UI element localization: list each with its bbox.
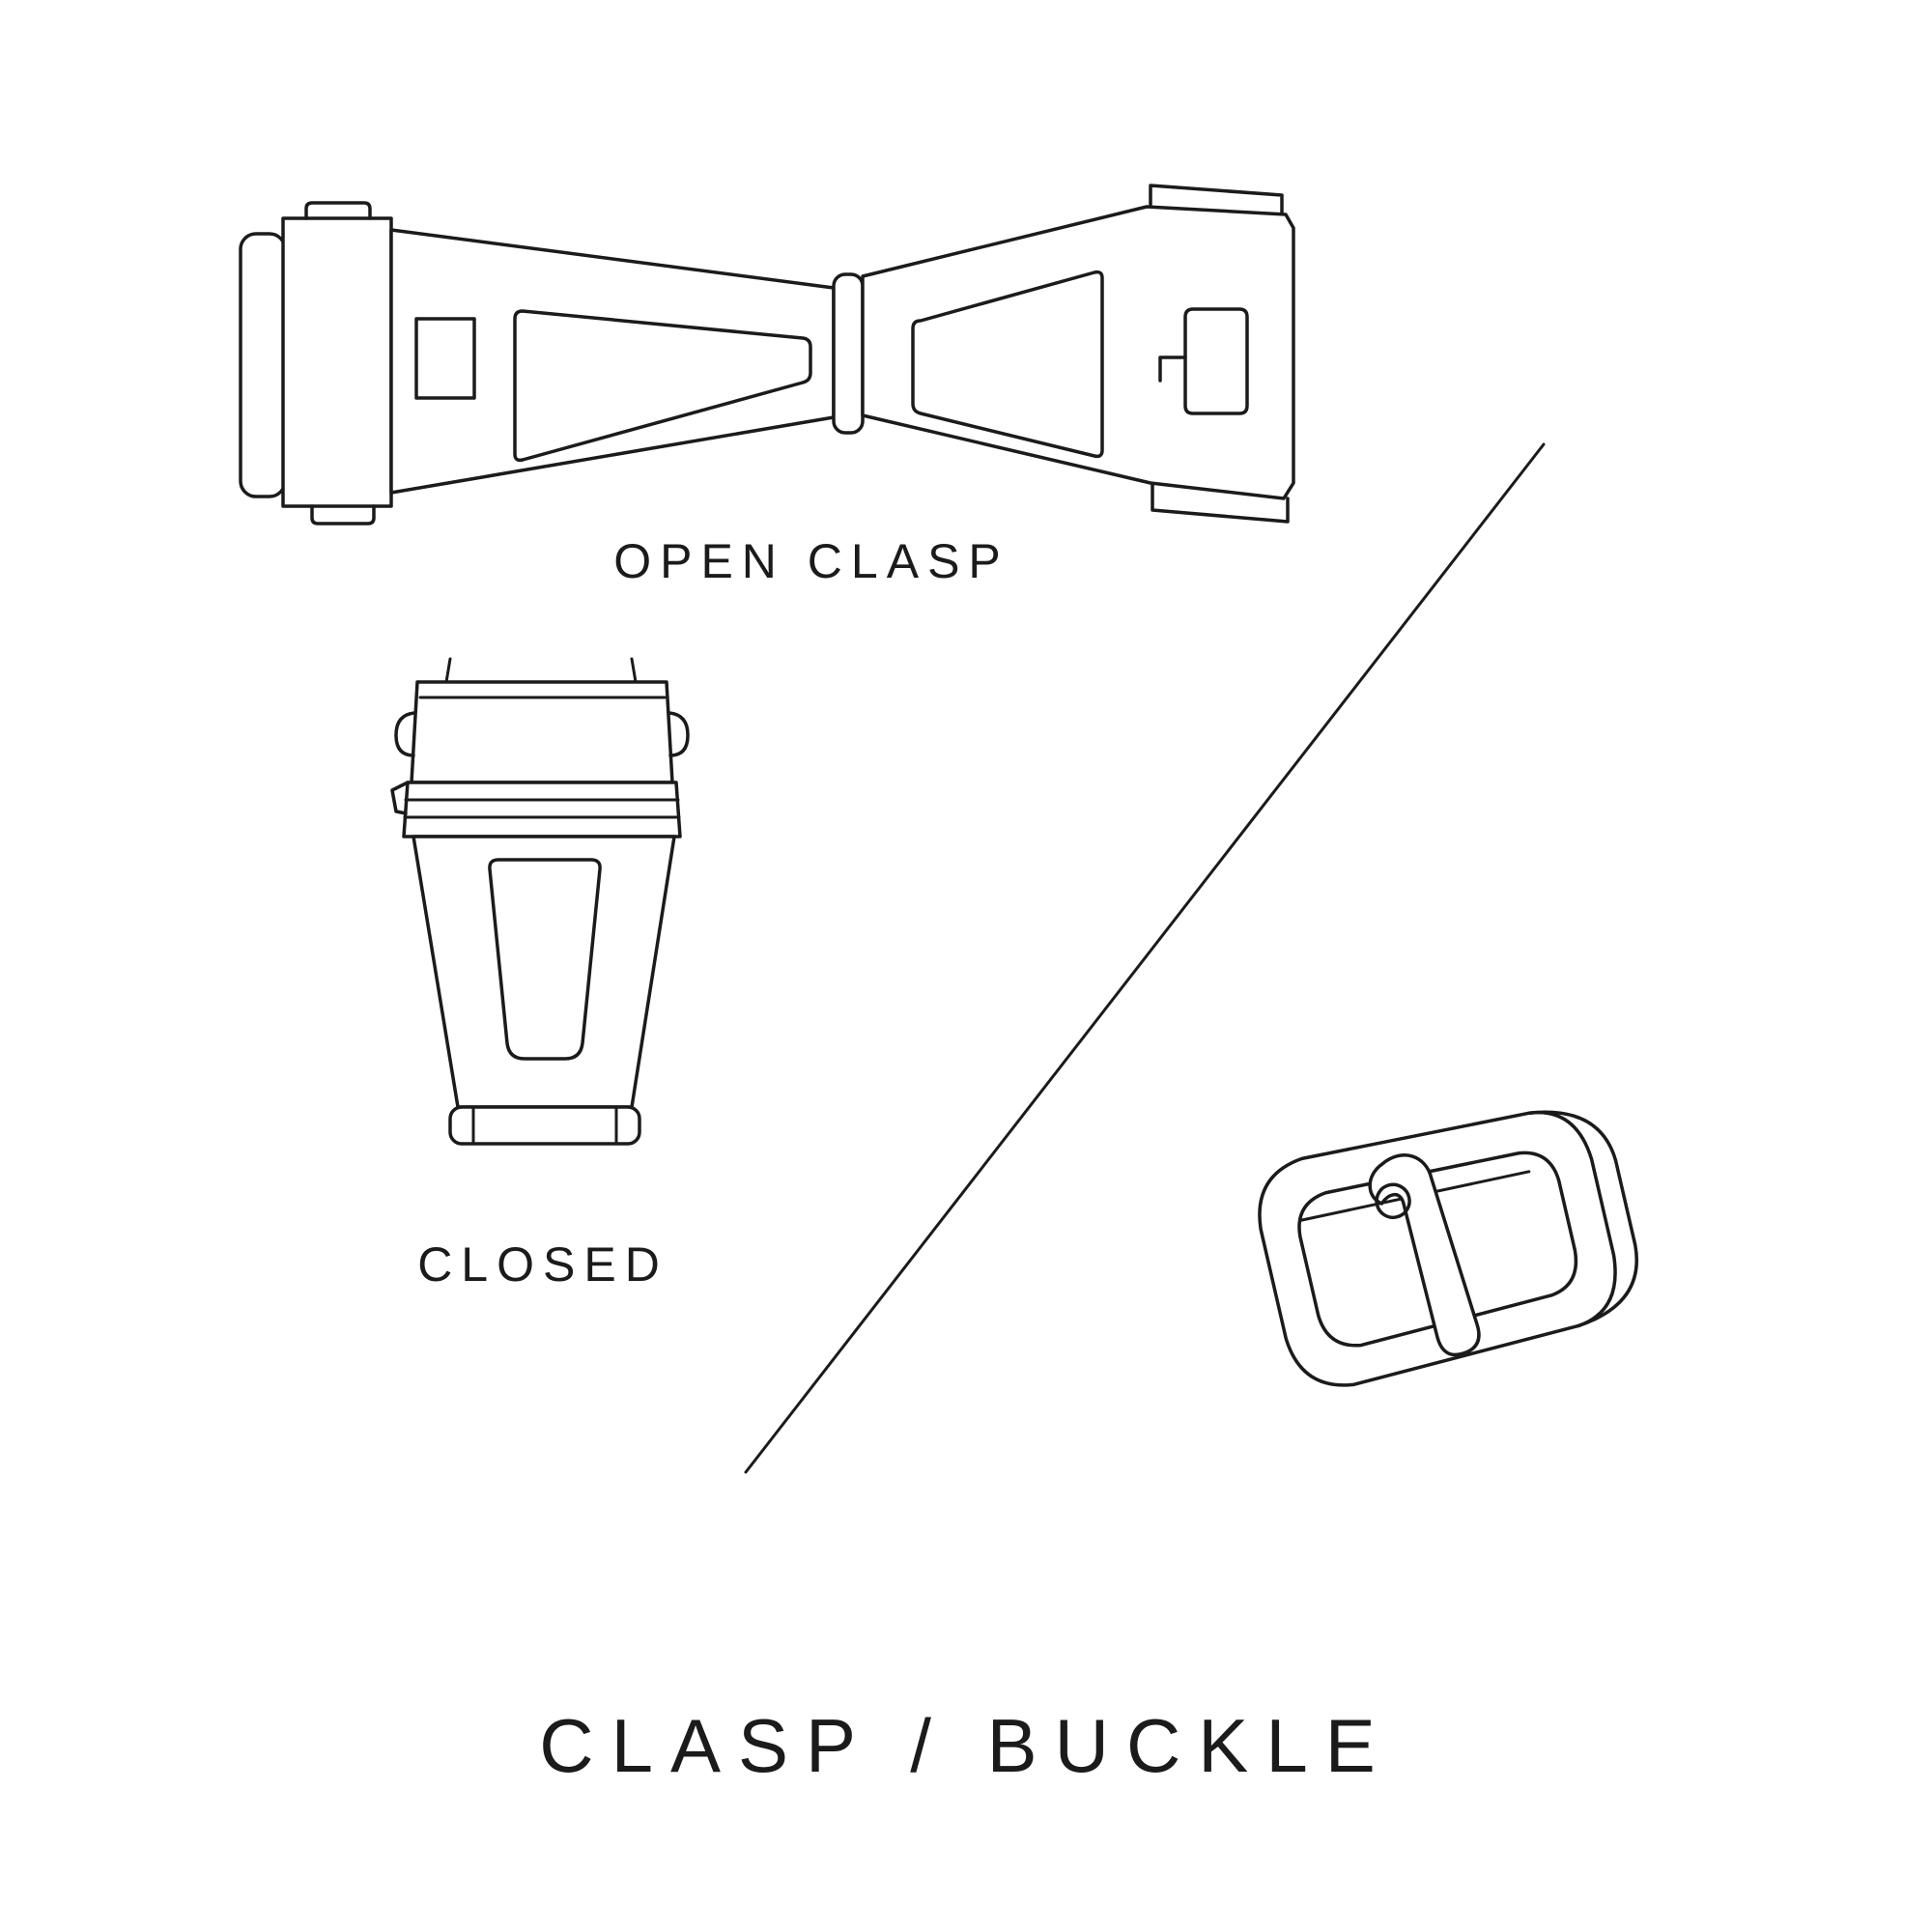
closed-label: CLOSED xyxy=(417,1237,668,1292)
open-clasp-label: OPEN CLASP xyxy=(613,534,1009,588)
divider-line xyxy=(744,442,1546,1474)
open-clasp-right-arm-icon xyxy=(861,205,1295,500)
closed-clasp-illustration xyxy=(390,657,690,1146)
open-clasp-band-icon xyxy=(239,232,287,498)
pin-buckle-illustration xyxy=(1258,1110,1638,1387)
closed-clasp-body-icon xyxy=(412,835,676,1109)
buckle-tongue-icon xyxy=(1368,1153,1481,1357)
open-clasp-cover-icon xyxy=(281,216,393,508)
buckle-loop-icon xyxy=(1375,1182,1411,1220)
closed-clasp-end-icon xyxy=(448,1105,641,1146)
open-clasp-illustration xyxy=(239,184,1295,526)
open-clasp-hinge-icon xyxy=(832,272,865,435)
page-title: CLASP / BUCKLE xyxy=(539,1703,1393,1788)
